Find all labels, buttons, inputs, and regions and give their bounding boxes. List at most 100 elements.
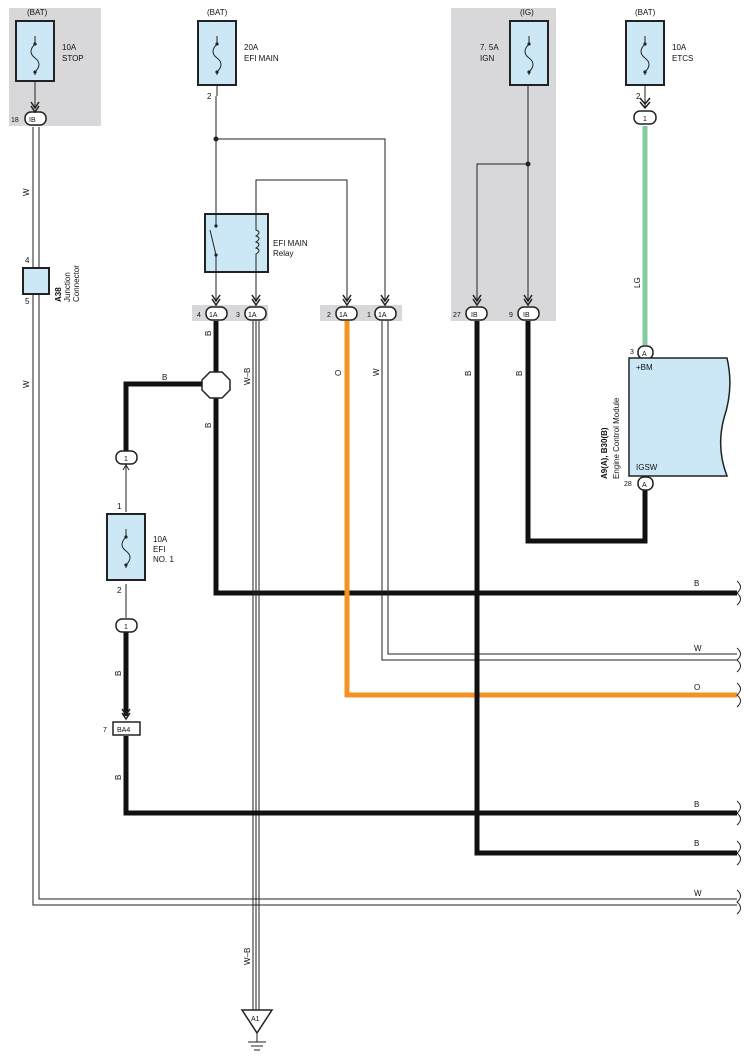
etcs-rating: 10A <box>672 43 687 52</box>
b-wire-to-efi <box>123 381 216 452</box>
ign-name: IGN <box>480 54 494 63</box>
conn-ba4-pin: 7 <box>103 727 107 734</box>
fuse-ign <box>509 20 549 86</box>
conn-etcs-1: 1 <box>643 116 647 123</box>
out-label-6: W <box>694 889 702 898</box>
ign-rating: 7. 5A <box>480 43 499 52</box>
conn-1a-1: 1A <box>378 312 387 319</box>
connector-arrows <box>30 97 651 721</box>
engine-control-module <box>628 357 731 477</box>
b-wire-ba4 <box>123 736 737 816</box>
o-wire <box>344 321 737 698</box>
efi-main-pin: 2 <box>207 92 212 101</box>
ecm-codes: A9(A), B30(B) <box>600 427 609 479</box>
jc-pin-bottom: 5 <box>25 297 30 306</box>
ign-source: (IG) <box>520 8 534 17</box>
b-wire-27 <box>474 321 737 856</box>
conn-ib-9: IB <box>523 312 530 319</box>
b-wire-relay <box>213 321 737 596</box>
conn-1a-1-pin: 1 <box>367 312 371 319</box>
ground-symbol <box>248 1033 266 1051</box>
conn-ib-9-pin: 9 <box>509 312 513 319</box>
wc-ba4-b1: B <box>114 671 123 676</box>
efi-no1-pin-bottom: 2 <box>117 586 122 595</box>
conn-1a-4-pin: 4 <box>197 312 201 319</box>
etcs-name: ETCS <box>672 54 693 63</box>
conn-efi-in: 1 <box>124 456 128 463</box>
conn-1a-3-pin: 3 <box>236 312 240 319</box>
wc-stop-w1: W <box>22 188 31 196</box>
jc-pin-top: 4 <box>25 256 30 265</box>
wc-lg: LG <box>633 277 642 288</box>
wc-b9: B <box>515 371 524 376</box>
conn-efi-out: 1 <box>124 624 128 631</box>
out-label-4: B <box>694 800 699 809</box>
connector-pills <box>24 110 657 633</box>
wc-b27: B <box>464 371 473 376</box>
connector-ba4 <box>112 721 141 736</box>
efi-main-rating: 20A <box>244 43 259 52</box>
ecm-bm-label: +BM <box>636 363 653 372</box>
conn-ecm-bm-pin: 3 <box>630 349 634 356</box>
conn-1a-2: 1A <box>339 312 348 319</box>
jc-id: A38 <box>54 287 63 302</box>
stop-source: (BAT) <box>27 8 48 17</box>
wc-ba4-b2: B <box>114 775 123 780</box>
efi-no1-name1: EFI <box>153 545 165 554</box>
efi-main-relay <box>204 213 269 273</box>
fuse-etcs <box>625 20 665 94</box>
wc-wb1: W–B <box>243 368 252 385</box>
wc-o: O <box>334 370 343 376</box>
w-wire-pin1 <box>381 321 737 661</box>
out-label-3: O <box>694 683 700 692</box>
relay-name1: EFI MAIN <box>273 239 308 248</box>
ground-id: A1 <box>251 1016 260 1023</box>
conn-stop-pin: 18 <box>11 117 19 124</box>
efi-main-name: EFI MAIN <box>244 54 279 63</box>
stop-name: STOP <box>62 54 84 63</box>
conn-ecm-igsw-pin: 28 <box>624 481 632 488</box>
wb-ground-wire <box>252 321 260 1010</box>
out-label-1: B <box>694 579 699 588</box>
efi-no1-top-arrow <box>122 464 130 471</box>
jc-name2: Connector <box>72 265 81 302</box>
wc-relay-b1: B <box>204 331 213 336</box>
etcs-source: (BAT) <box>635 8 656 17</box>
wc-efi-b-h: B <box>162 373 167 382</box>
wc-stop-w2: W <box>22 380 31 388</box>
etcs-pin: 2 <box>636 92 641 101</box>
conn-ecm-igsw: A <box>642 482 647 489</box>
junction-connector-a38 <box>22 267 50 295</box>
wc-wb2: W–B <box>243 948 252 965</box>
fuse-stop <box>15 20 55 108</box>
conn-stop-ib: IB <box>29 117 36 124</box>
efi-no1-name2: NO. 1 <box>153 555 174 564</box>
splice-point <box>201 371 231 399</box>
ign-feed <box>476 82 531 300</box>
conn-ib-27-pin: 27 <box>453 312 461 319</box>
conn-1a-3: 1A <box>248 312 257 319</box>
b-wire-9 <box>525 321 648 544</box>
efi-no1-pin-top: 1 <box>117 502 122 511</box>
jc-name1: Junction <box>63 272 72 302</box>
efi-main-source: (BAT) <box>207 8 228 17</box>
conn-1a-2-pin: 2 <box>327 312 331 319</box>
wc-relay-b2: B <box>204 423 213 428</box>
out-label-5: B <box>694 839 699 848</box>
conn-1a-4: 1A <box>209 312 218 319</box>
conn-ecm-bm: A <box>642 351 647 358</box>
output-break-marks <box>736 580 741 915</box>
efi-no1-rating: 10A <box>153 535 168 544</box>
fuse-efi-main <box>197 20 237 96</box>
conn-ib-27: IB <box>471 312 478 319</box>
ecm-igsw-label: IGSW <box>636 463 658 472</box>
ecm-title: Engine Control Module <box>612 397 621 479</box>
efi-main-feed <box>213 96 386 300</box>
ground-connector <box>240 1009 274 1035</box>
stop-rating: 10A <box>62 43 77 52</box>
fuse-efi-no1 <box>106 513 146 581</box>
relay-name2: Relay <box>273 249 293 258</box>
out-label-2: W <box>694 644 702 653</box>
stop-w-wire <box>32 127 737 906</box>
wc-w: W <box>372 368 381 376</box>
